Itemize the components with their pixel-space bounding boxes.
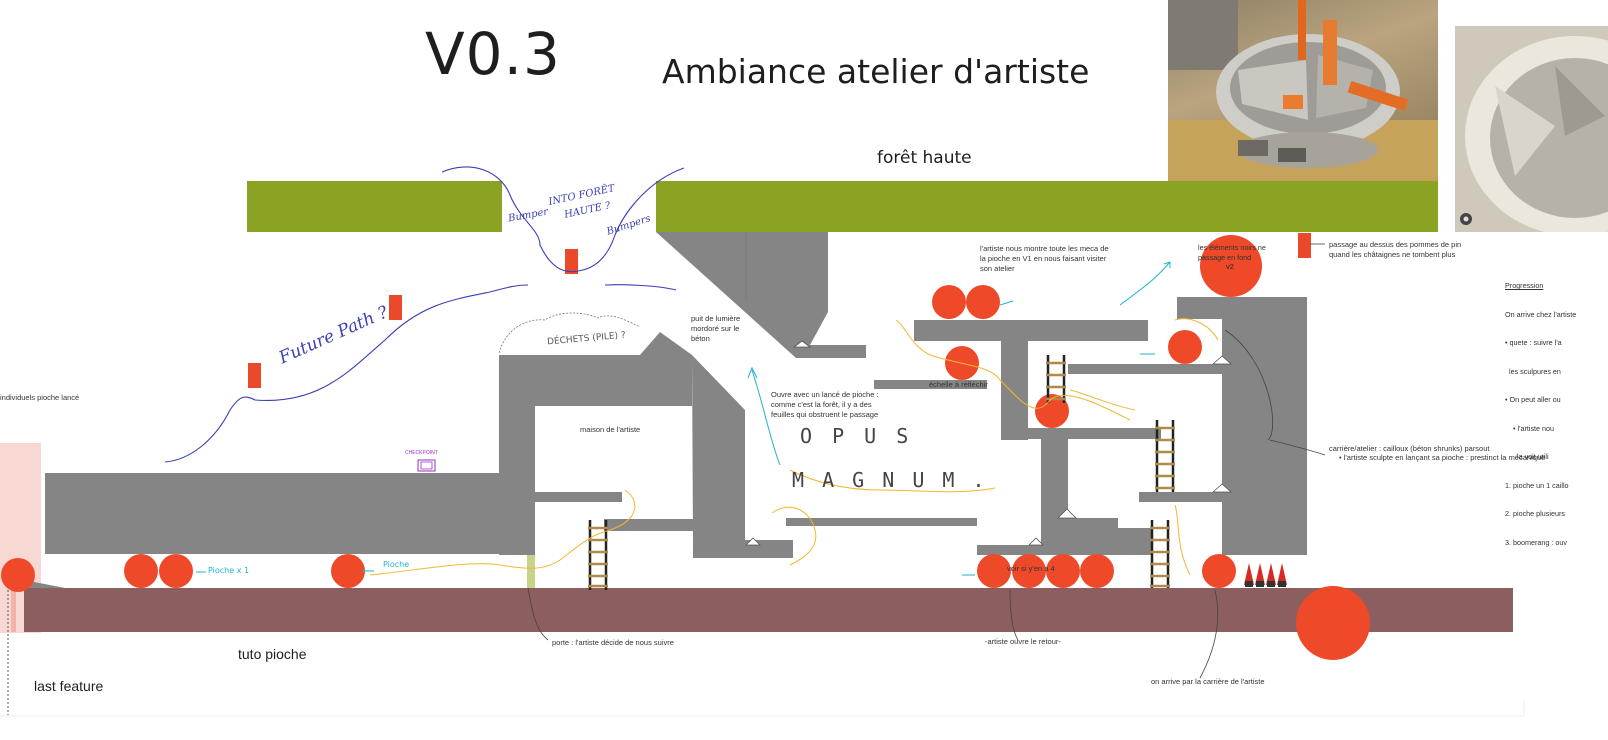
artist-house [499,332,793,558]
ladder-icon[interactable] [1155,420,1175,492]
enemy[interactable] [1080,554,1114,588]
note-puit-lumiere: puit de lumière mordoré sur le béton [691,314,740,344]
note-on-arrive: on arrive par la carrière de l'artiste [1151,677,1265,687]
gnome-icon[interactable] [1244,563,1287,587]
ambiance-title: Ambiance atelier d'artiste [662,52,1089,91]
ladder-icon[interactable] [588,520,608,590]
enemy[interactable] [1202,554,1236,588]
last-feature-label: last feature [34,678,103,694]
pink-post [11,590,16,632]
marker-red[interactable] [1298,233,1311,258]
quarry-structure [914,297,1307,555]
marker-red[interactable] [248,363,261,388]
note-voir-si: voir si y'en a 4 [1007,564,1055,574]
note-echelle: échelle à réfléchir [929,380,988,390]
marker-red[interactable] [565,249,578,274]
enemy[interactable] [1168,330,1202,364]
note-artiste-sculpte: • l'artiste sculpte en lançant sa pioche… [1339,453,1545,463]
foliage-left [247,181,502,232]
platform-magnum [786,518,977,526]
checkpoint-icon[interactable] [418,460,435,471]
note-v2: v2 [1226,262,1234,272]
ground-strip [24,588,1513,632]
enemy[interactable] [331,554,365,588]
version-title: V0.3 [425,20,561,88]
enemy[interactable] [124,554,158,588]
enemy[interactable] [966,285,1000,319]
opus-label: O P U S [800,424,912,448]
note-les-elements: les éléments noirs ne passage en fond [1198,243,1266,262]
enemy[interactable] [159,554,193,588]
foret-haute-label: forêt haute [877,148,972,168]
door[interactable] [527,555,535,588]
foliage-right [656,181,1438,232]
enemy-big[interactable] [1296,586,1370,660]
note-artiste-montre: l'artiste nous montre toute les meca de … [980,244,1109,274]
note-porte: porte : l'artiste décide de nous suivre [552,638,674,648]
tuto-pioche-label: tuto pioche [238,646,307,662]
marker-red[interactable] [389,295,402,320]
note-ouvre-lance: Ouvre avec un lancé de pioche : comme c'… [771,390,879,420]
enemy[interactable] [1,558,35,592]
enemy[interactable] [977,554,1011,588]
note-passage-dessus: passage au dessus des pommes de pin quan… [1329,240,1461,260]
note-artiste-ouvre: -artiste ouvre le retour- [985,637,1061,647]
checkpoint-label: CHECKPOINT [405,450,438,456]
magnum-label: M A G N U M . [792,468,988,492]
pioche-x1-label: Pioche x 1 [208,566,249,575]
note-individuels: individuels pioche lancé [0,393,79,403]
funnel [656,232,866,358]
enemy[interactable] [932,285,966,319]
pioche-label: Pioche [383,560,409,569]
concrete-block-left [45,473,499,554]
note-maison: maison de l'artiste [580,425,640,435]
ladder-icon[interactable] [1150,520,1170,588]
note-progression: Progression On arrive chez l'artiste • q… [1505,262,1608,566]
